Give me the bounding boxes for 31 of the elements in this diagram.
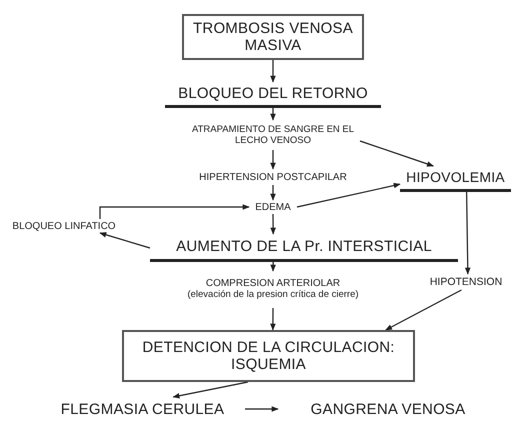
outcome-text: FLEGMASIA CERULEA bbox=[40, 397, 245, 421]
label-text: TROMBOSIS VENOSA MASIVA bbox=[192, 20, 354, 54]
arrow bbox=[270, 60, 276, 83]
label-text: AUMENTO DE LA Pr. INTERSTICIAL bbox=[176, 238, 432, 256]
arrow bbox=[270, 150, 276, 170]
step-text: EDEMA bbox=[249, 200, 297, 214]
arrow bbox=[360, 140, 434, 167]
arrow bbox=[270, 108, 276, 121]
outcome-text: GANGRENA VENOSA bbox=[278, 397, 498, 421]
arrow bbox=[270, 308, 276, 331]
arrow bbox=[99, 232, 150, 249]
label-text: DETENCION DE LA CIRCULACION: ISQUEMIA bbox=[141, 338, 396, 374]
arrow bbox=[172, 381, 248, 398]
step-text: BLOQUEO LINFATICO bbox=[4, 219, 124, 233]
process-box bbox=[182, 14, 364, 60]
note-text: (elevación de la presion crítica de cierre) bbox=[187, 290, 359, 301]
label-text: BLOQUEO DEL RETORNO bbox=[178, 84, 368, 102]
arrow bbox=[464, 192, 471, 275]
step-text: ATRAPAMIENTO DE SANGRE EN EL LECHO VENOSO bbox=[186, 120, 360, 150]
label-text: HIPOVOLEMIA bbox=[406, 169, 505, 186]
process-box bbox=[122, 330, 415, 382]
step-text: HIPERTENSION POSTCAPILAR bbox=[183, 169, 363, 185]
arrow bbox=[99, 204, 250, 219]
label-text: COMPRESION ARTERIOLAR bbox=[206, 278, 340, 290]
arrow bbox=[270, 262, 276, 272]
arrow bbox=[385, 289, 462, 331]
arrow bbox=[296, 182, 401, 208]
step-text: HIPOTENSION bbox=[420, 274, 512, 290]
arrow bbox=[245, 406, 279, 412]
arrow bbox=[270, 185, 276, 201]
arrow bbox=[270, 214, 276, 235]
